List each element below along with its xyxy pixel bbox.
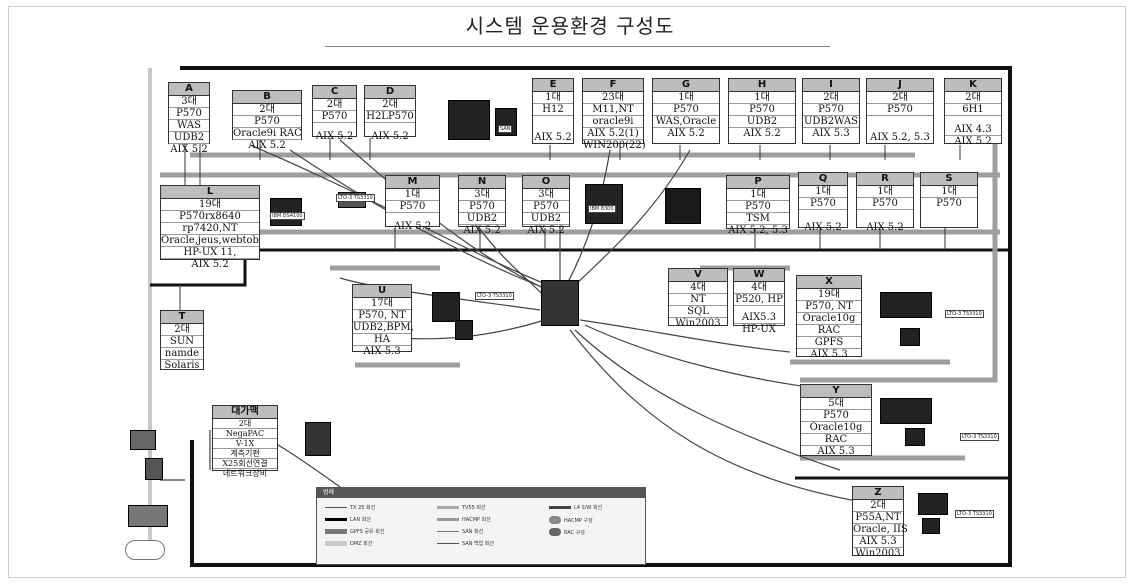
legend-item: DMZ 회선 (325, 540, 372, 547)
lto-x-label: LTO-3 TS3310 (945, 310, 984, 318)
lto-u-label: LTO-3 TS3310 (475, 292, 514, 300)
legend-item: TV55 회선 (437, 504, 486, 511)
legend-item: GPFS 공유 회선 (325, 528, 384, 535)
disk-array-u-icon (432, 292, 460, 322)
lto-z-label: LTO-3 TS3310 (955, 510, 994, 518)
diagram-frame (8, 6, 1126, 578)
tape-library-icon (665, 188, 701, 224)
legend-item: TX 25 회선 (325, 504, 375, 511)
standalone-server-icon (305, 422, 331, 456)
disk-array-label: IBM DS4100 (270, 212, 305, 220)
legend: 범례 TX 25 회선 LAN 회선 TV55 회선 GPFS 공유 회선 HA… (316, 487, 646, 565)
storage-y-icon (880, 398, 932, 424)
lto-tape-label: LTO-3 TS3310 (336, 194, 375, 202)
storage-rack-label: IBM 8300 (588, 205, 616, 213)
storage-z-icon (918, 493, 948, 515)
legend-item: L4 S/W 회선 (549, 504, 602, 511)
san-y-icon (905, 428, 925, 446)
legend-header: 범례 (317, 488, 645, 498)
gray-buses (160, 100, 1000, 461)
legend-item: HACMP 구성 (549, 516, 593, 524)
router-icon (130, 430, 156, 450)
legend-item: RAC 구성 (549, 528, 585, 536)
legend-item: HACMP 회선 (437, 516, 491, 523)
san-z-icon (922, 518, 940, 534)
san-u-icon (455, 320, 473, 340)
diagram-title: 시스템 운용환경 구성도 (465, 14, 675, 38)
san-label: SAN (498, 125, 513, 133)
router2-icon (145, 458, 163, 480)
cloud-icon (125, 540, 165, 560)
legend-item: LAN 회선 (325, 516, 371, 523)
server-rack-icon (448, 100, 490, 140)
legend-item: SAN 백업 회선 (437, 540, 494, 547)
legend-item: SAN 회선 (437, 528, 483, 535)
central-switch-icon (541, 280, 579, 326)
storage-x-icon (880, 292, 932, 318)
title-underline (325, 46, 830, 47)
san-x-icon (900, 328, 920, 346)
firewall-icon (128, 505, 168, 527)
storage-rack-icon (585, 184, 623, 224)
lto-y-label: LTO-3 TS3310 (960, 433, 999, 441)
drop-connectors (179, 138, 961, 310)
